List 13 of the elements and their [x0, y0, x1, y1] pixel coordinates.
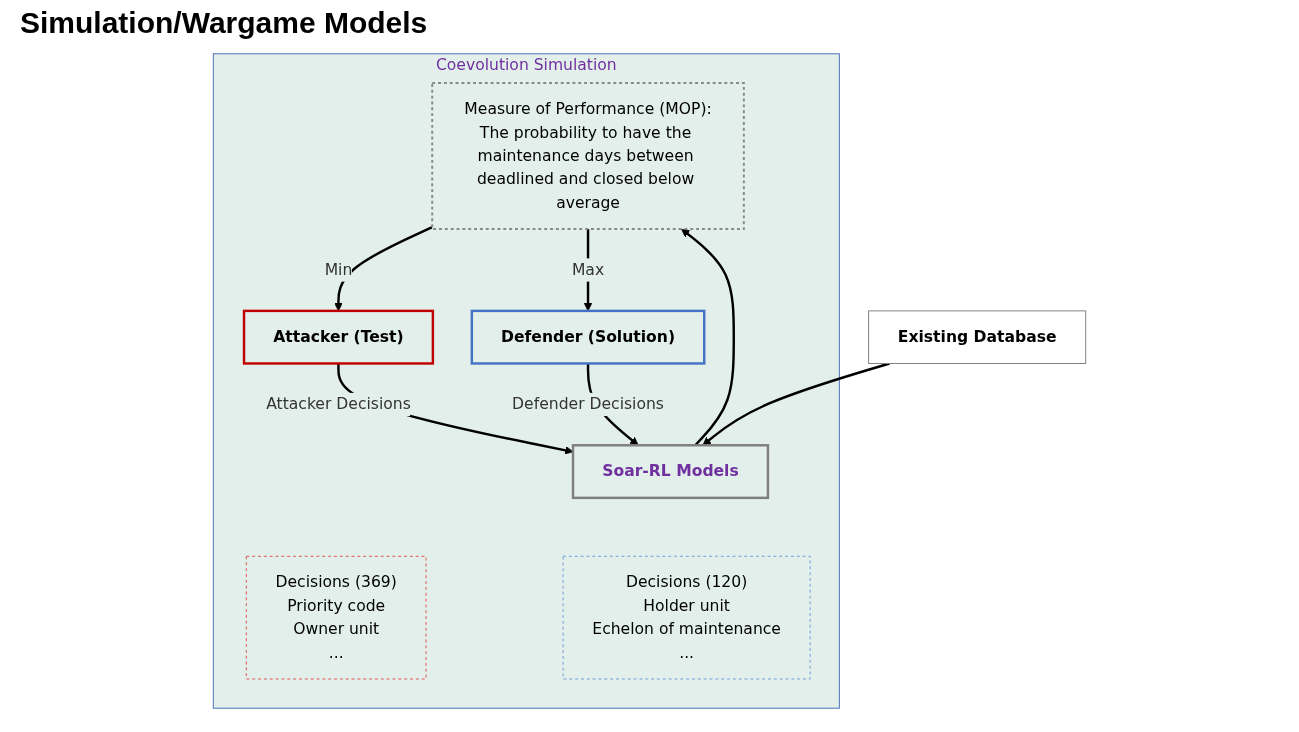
node-box: Decisions (369) Priority code Owner unit ... — [245, 555, 427, 680]
edge-label: Max — [571, 260, 605, 279]
edge-label: Min — [324, 260, 353, 279]
node-box: Existing Database — [868, 310, 1087, 364]
slide-title: Simulation/Wargame Models — [20, 6, 428, 40]
node-box: Attacker (Test) — [242, 309, 435, 365]
edge-label: Defender Decisions — [512, 394, 664, 414]
node-box: Decisions (120) Holder unit Echelon of maintenance ... — [562, 555, 811, 680]
node-box: Defender (Solution) — [470, 309, 706, 365]
edge-label: Attacker Decisions — [266, 394, 411, 414]
node-box: Measure of Performance (MOP): The probability to have the maintenance days between deadlined and closed below average — [431, 82, 745, 231]
arrow — [702, 362, 890, 446]
node-box: Soar-RL Models — [571, 444, 770, 500]
